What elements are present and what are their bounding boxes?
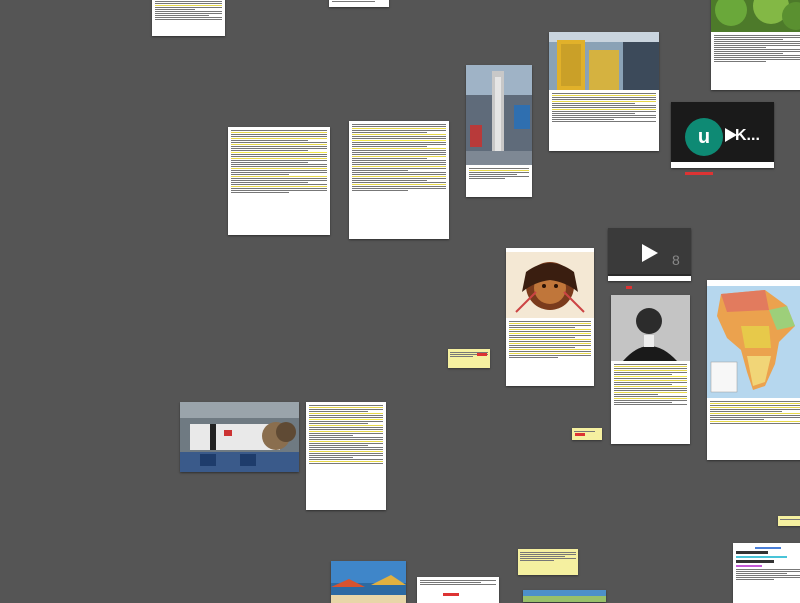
historic-portrait-image	[611, 295, 690, 361]
play-icon[interactable]	[725, 128, 737, 142]
document-card-bottom-right[interactable]	[733, 543, 800, 603]
africa-map-image	[707, 286, 800, 398]
highlight-marker	[477, 353, 487, 356]
sticky-note[interactable]	[448, 349, 490, 368]
image-card-bottom-small[interactable]	[523, 590, 606, 602]
highlight-marker	[575, 433, 585, 436]
forest-image	[711, 0, 800, 32]
video-title: K...	[735, 127, 760, 144]
document-card-article-3[interactable]	[306, 402, 386, 510]
image-card-forest[interactable]	[711, 0, 800, 90]
sticky-note[interactable]	[572, 428, 602, 440]
play-icon[interactable]	[642, 244, 658, 262]
highlight-marker	[626, 286, 632, 289]
small-image	[523, 590, 606, 602]
image-card-portrait-artwork[interactable]	[506, 248, 594, 386]
sticky-note[interactable]	[778, 516, 800, 526]
video-card-avatar[interactable]: u K...	[671, 102, 774, 175]
image-card-bottom-landscape[interactable]	[331, 561, 406, 603]
highlight-marker	[685, 172, 713, 175]
image-card-rocket-museum[interactable]	[466, 65, 532, 197]
document-card-article-2[interactable]	[349, 121, 449, 239]
document-card-top-small[interactable]	[329, 0, 389, 7]
portrait-artwork-image	[506, 252, 594, 318]
image-card-saturn-rocket[interactable]	[180, 402, 299, 472]
image-card-rocket-structure[interactable]	[549, 32, 659, 151]
rocket-museum-image	[466, 65, 532, 165]
sticky-note[interactable]	[518, 549, 578, 575]
image-card-africa-map[interactable]	[707, 280, 800, 460]
saturn-rocket-image	[180, 402, 299, 472]
highlight-marker	[443, 593, 459, 596]
rocket-structure-image	[549, 32, 659, 90]
video-number: 8	[672, 252, 680, 268]
document-card-top-left[interactable]	[152, 0, 225, 36]
video-card-play[interactable]: 8	[608, 228, 691, 289]
image-card-historic-portrait[interactable]	[611, 295, 690, 444]
document-card-bottom-center[interactable]	[417, 577, 499, 603]
document-card-article-1[interactable]	[228, 127, 330, 235]
landscape-image	[331, 561, 406, 603]
avatar-icon: u	[685, 118, 723, 156]
